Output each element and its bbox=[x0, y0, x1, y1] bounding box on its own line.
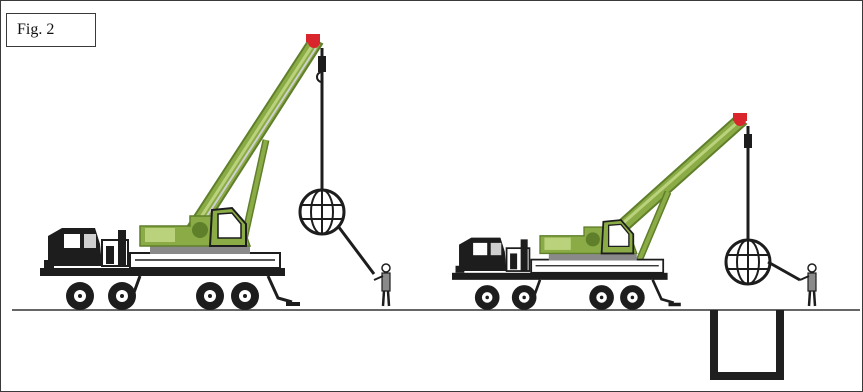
right-crane bbox=[452, 113, 816, 310]
excavation-pit bbox=[714, 310, 780, 376]
left-worker bbox=[374, 264, 390, 306]
left-crane bbox=[40, 34, 390, 310]
right-cage bbox=[726, 240, 770, 284]
right-worker bbox=[800, 264, 816, 306]
